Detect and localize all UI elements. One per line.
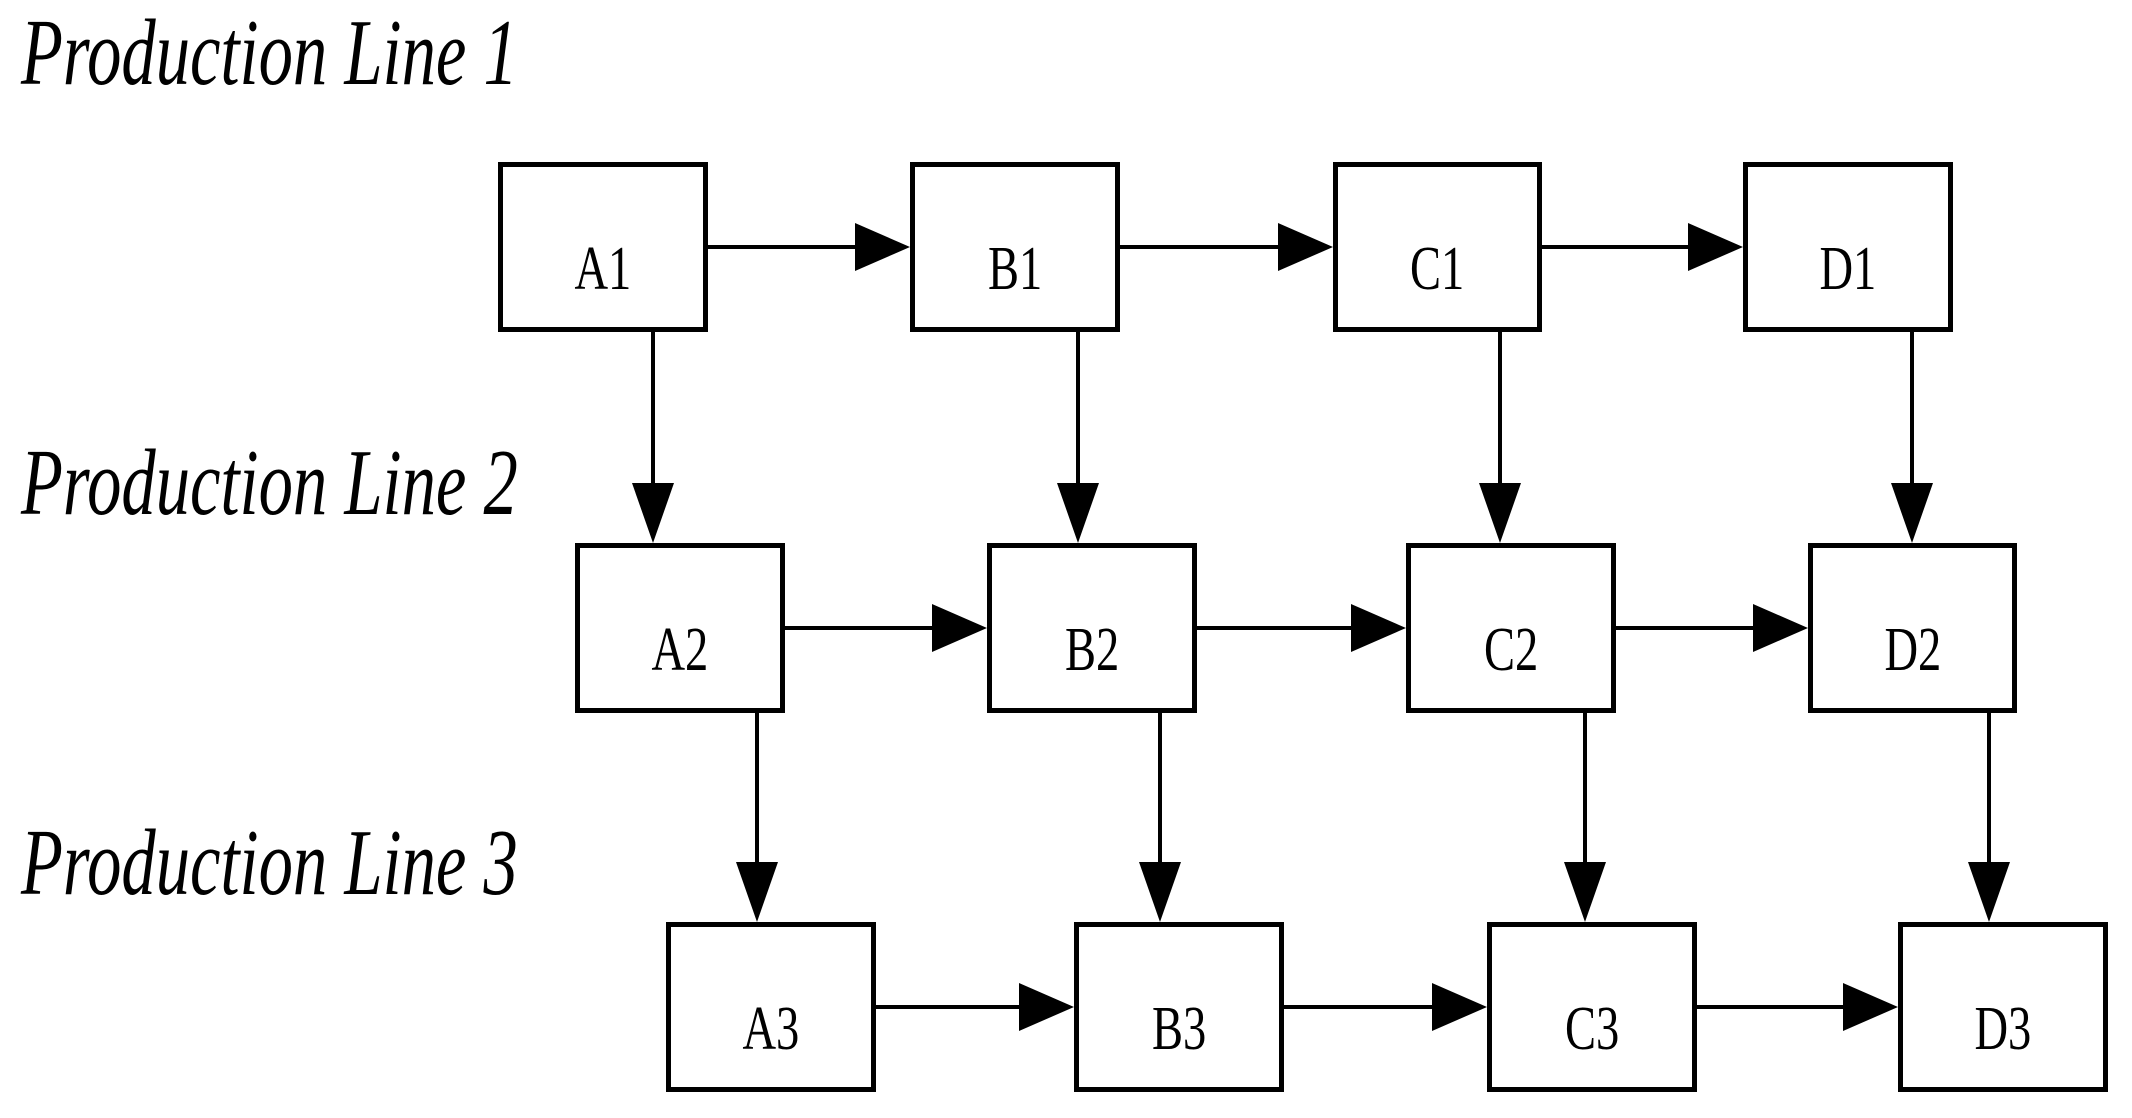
edge-B1-B2-arrowhead: [1057, 483, 1099, 543]
node-label-C1: C1: [1410, 235, 1465, 303]
edge-D2-D3-shaft: [1987, 713, 1991, 872]
node-B1: B1: [910, 162, 1120, 332]
node-label-A2: A2: [651, 616, 709, 684]
edge-C2-C3-arrowhead: [1564, 862, 1606, 922]
edge-C2-D2-shaft: [1616, 626, 1763, 630]
edge-B2-C2-arrowhead: [1351, 604, 1406, 652]
node-D3: D3: [1898, 922, 2108, 1092]
edge-A1-A2-arrowhead: [632, 483, 674, 543]
node-B2: B2: [987, 543, 1197, 713]
node-label-B3: B3: [1151, 995, 1207, 1063]
node-label-C3: C3: [1564, 995, 1620, 1063]
node-label-C2: C2: [1483, 616, 1539, 684]
node-B3: B3: [1074, 922, 1284, 1092]
edge-B1-C1-arrowhead: [1278, 223, 1333, 271]
node-A2: A2: [575, 543, 785, 713]
edge-C3-D3-arrowhead: [1843, 983, 1898, 1031]
edge-A1-B1-shaft: [708, 245, 865, 249]
edge-C3-D3-shaft: [1697, 1005, 1853, 1009]
node-C1: C1: [1333, 162, 1542, 332]
node-label-A3: A3: [742, 995, 800, 1063]
edge-C2-D2-arrowhead: [1753, 604, 1808, 652]
edge-A1-B1-arrowhead: [855, 223, 910, 271]
edge-A1-A2-shaft: [651, 332, 655, 493]
edge-D1-D2-arrowhead: [1891, 483, 1933, 543]
edge-C1-C2-shaft: [1498, 332, 1502, 493]
edge-A3-B3-arrowhead: [1019, 983, 1074, 1031]
node-label-B1: B1: [987, 235, 1043, 303]
edge-D2-D3-arrowhead: [1968, 862, 2010, 922]
node-D2: D2: [1808, 543, 2017, 713]
edge-A2-B2-shaft: [785, 626, 942, 630]
edge-C1-D1-arrowhead: [1688, 223, 1743, 271]
edge-B1-C1-shaft: [1120, 245, 1288, 249]
edge-D1-D2-shaft: [1910, 332, 1914, 493]
edge-A2-B2-arrowhead: [932, 604, 987, 652]
node-A1: A1: [498, 162, 708, 332]
node-label-B2: B2: [1064, 616, 1120, 684]
node-label-D3: D3: [1974, 995, 2032, 1063]
row-title-production-line-1: Production Line 1: [21, 1, 518, 105]
edge-B1-B2-shaft: [1076, 332, 1080, 493]
node-C2: C2: [1406, 543, 1616, 713]
node-label-D1: D1: [1819, 235, 1877, 303]
node-A3: A3: [666, 922, 876, 1092]
edge-B2-B3-arrowhead: [1139, 862, 1181, 922]
edge-B3-C3-arrowhead: [1432, 983, 1487, 1031]
edge-B3-C3-shaft: [1284, 1005, 1442, 1009]
node-label-D2: D2: [1884, 616, 1941, 684]
row-title-production-line-2: Production Line 2: [21, 431, 518, 535]
edge-C2-C3-shaft: [1583, 713, 1587, 872]
edge-A3-B3-shaft: [876, 1005, 1029, 1009]
edge-C1-C2-arrowhead: [1479, 483, 1521, 543]
edge-C1-D1-shaft: [1542, 245, 1698, 249]
edge-B2-B3-shaft: [1158, 713, 1162, 872]
node-D1: D1: [1743, 162, 1953, 332]
node-C3: C3: [1487, 922, 1697, 1092]
node-label-A1: A1: [574, 235, 632, 303]
row-title-production-line-3: Production Line 3: [21, 811, 518, 915]
edge-B2-C2-shaft: [1197, 626, 1361, 630]
edge-A2-A3-shaft: [755, 713, 759, 872]
edge-A2-A3-arrowhead: [736, 862, 778, 922]
